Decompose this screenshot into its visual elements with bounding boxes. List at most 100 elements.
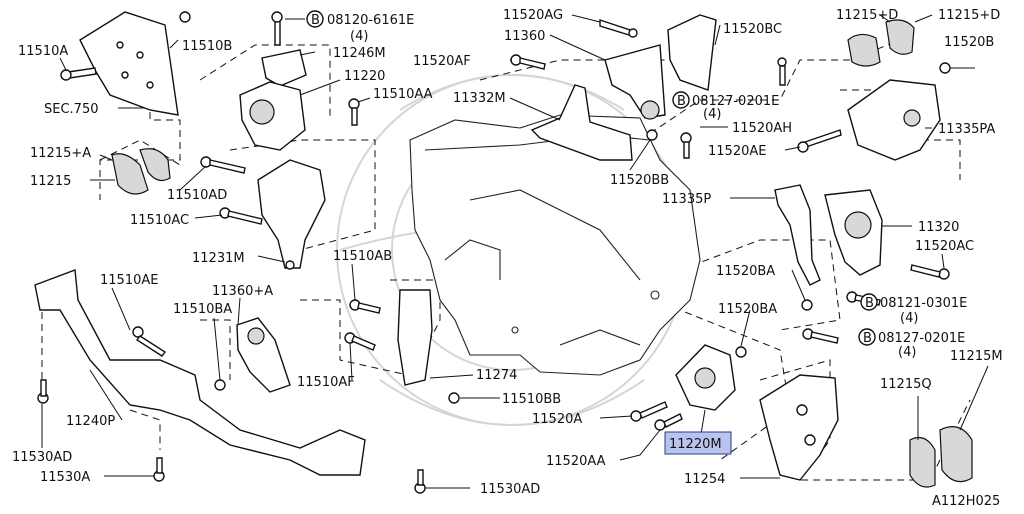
part-label[interactable]: 11520AE — [708, 144, 766, 159]
part-label[interactable]: 11240P — [66, 414, 115, 429]
part-nut-11520ba-lower[interactable] — [735, 346, 747, 358]
part-bracket-sec750[interactable] — [79, 11, 179, 116]
part-label[interactable]: 11530AD — [12, 450, 72, 465]
part-label[interactable]: 11510AD — [167, 188, 227, 203]
part-bracket-11274[interactable] — [397, 289, 433, 386]
part-label[interactable]: 11530AD — [480, 482, 540, 497]
part-bracket-11335p[interactable] — [774, 184, 821, 286]
part-label[interactable]: 11335P — [662, 192, 711, 207]
part-label[interactable]: 11510AA — [373, 87, 433, 102]
part-label[interactable]: 08127-0201E — [878, 331, 965, 346]
part-bolt-11510ab[interactable] — [349, 299, 381, 314]
part-label[interactable]: 11246M — [333, 46, 386, 61]
part-bolt-11510aa[interactable] — [348, 98, 360, 126]
part-bolt-08127-upper[interactable] — [777, 57, 787, 86]
part-mount-11220m[interactable] — [675, 344, 736, 411]
part-bolt-08127-lower[interactable] — [802, 328, 839, 344]
part-nut-11520bb[interactable] — [646, 129, 658, 141]
part-bracket-11520bc[interactable] — [667, 14, 717, 91]
part-label[interactable]: 11274 — [476, 368, 517, 383]
part-bolt-11520ac[interactable] — [910, 264, 950, 280]
part-label[interactable]: 11520BA — [716, 264, 775, 279]
part-label[interactable]: 11510AF — [297, 375, 355, 390]
part-label[interactable]: 11215+D — [836, 8, 898, 23]
part-label[interactable]: 11520AG — [503, 8, 563, 23]
part-label[interactable]: 11520BB — [610, 173, 669, 188]
circle-marker-b-text: B — [677, 94, 686, 109]
part-label[interactable]: 11510B — [182, 39, 232, 54]
part-pad-11215q[interactable] — [909, 437, 936, 488]
part-label[interactable]: 11520BC — [723, 22, 782, 37]
part-mount-11220[interactable] — [239, 81, 306, 151]
part-bracket-11246m[interactable] — [261, 49, 307, 87]
part-bracket-11332m[interactable] — [530, 84, 633, 161]
part-label[interactable]: 11254 — [684, 472, 725, 487]
circle-marker-b — [860, 293, 878, 311]
part-bolt-11520aa[interactable] — [654, 413, 683, 431]
part-label[interactable]: 11510BA — [173, 302, 232, 317]
circle-marker-b — [858, 328, 876, 346]
part-nut-11520ba-upper[interactable] — [801, 299, 813, 311]
part-label[interactable]: 11510AB — [333, 249, 392, 264]
part-bolt-11530ad-left[interactable] — [37, 379, 49, 404]
part-bolt-11530ad-bottom[interactable] — [414, 469, 426, 494]
part-mount-11360[interactable] — [604, 44, 666, 120]
part-label[interactable]: 11510AC — [130, 213, 189, 228]
part-mount-11360a[interactable] — [236, 317, 291, 393]
part-nut-11510bb[interactable] — [448, 392, 460, 404]
part-label[interactable]: 08120-6161E — [327, 13, 414, 28]
part-nut-11510ba[interactable] — [214, 379, 226, 391]
part-label[interactable]: 11332M — [453, 91, 506, 106]
part-label[interactable]: 11520AC — [915, 239, 974, 254]
part-bolt-11510ae[interactable] — [132, 326, 167, 357]
part-label-highlighted[interactable]: 11220M — [669, 437, 722, 452]
part-bracket-11335pa[interactable] — [847, 79, 941, 161]
part-label[interactable]: 11520AH — [732, 121, 792, 136]
part-label[interactable]: 11215Q — [880, 377, 932, 392]
part-label[interactable]: 11520A — [532, 412, 582, 427]
part-bolt-11520ag[interactable] — [599, 19, 638, 38]
part-label[interactable]: 08127-0201E — [692, 94, 779, 109]
part-label[interactable]: 11360+A — [212, 284, 273, 299]
part-label: (4) — [900, 311, 918, 326]
part-label[interactable]: 11530A — [40, 470, 90, 485]
part-pad-11215m[interactable] — [939, 426, 973, 483]
part-label[interactable]: 11520AF — [413, 54, 471, 69]
part-bolt-11520ah[interactable] — [680, 132, 692, 159]
part-bolt-11530a[interactable] — [153, 457, 165, 482]
part-label[interactable]: SEC.750 — [44, 102, 99, 117]
part-label[interactable]: 11510A — [18, 44, 68, 59]
part-crossmember-11240p[interactable] — [34, 269, 366, 476]
part-bolt-11520ae[interactable] — [797, 129, 842, 153]
part-nut-11510b[interactable] — [179, 11, 191, 23]
part-label[interactable]: 11215+A — [30, 146, 91, 161]
part-label[interactable]: 11231M — [192, 251, 245, 266]
part-bolt-11520a[interactable] — [630, 401, 668, 422]
part-pad-11215a[interactable] — [111, 148, 171, 195]
part-bracket-11231m[interactable] — [257, 159, 326, 270]
part-pads-11215d[interactable] — [847, 19, 915, 67]
part-label[interactable]: 11215M — [950, 349, 1003, 364]
part-label: (4) — [350, 29, 368, 44]
part-bolt-11510ad[interactable] — [200, 156, 246, 174]
part-label[interactable]: 11360 — [504, 29, 545, 44]
part-bracket-11254[interactable] — [759, 374, 839, 481]
part-mount-11320[interactable] — [824, 189, 883, 276]
highlight-box — [664, 431, 732, 455]
part-bolt-11510ac[interactable] — [219, 207, 263, 225]
part-label[interactable]: 11320 — [918, 220, 959, 235]
part-nut-11520b[interactable] — [939, 62, 951, 74]
part-label[interactable]: 11510AE — [100, 273, 158, 288]
part-label[interactable]: 11335PA — [938, 122, 995, 137]
part-label[interactable]: 11510BB — [502, 392, 561, 407]
part-label[interactable]: 08121-0301E — [880, 296, 967, 311]
part-label[interactable]: 11215+D — [938, 8, 1000, 23]
part-label[interactable]: 11520B — [944, 35, 994, 50]
part-bolt-08120[interactable] — [271, 11, 283, 46]
circle-marker-b-text: B — [863, 331, 872, 346]
part-label[interactable]: 11220 — [344, 69, 385, 84]
part-label[interactable]: 11520AA — [546, 454, 606, 469]
part-label[interactable]: 11520BA — [718, 302, 777, 317]
part-bolt-11520af[interactable] — [510, 54, 546, 70]
part-label[interactable]: 11215 — [30, 174, 71, 189]
